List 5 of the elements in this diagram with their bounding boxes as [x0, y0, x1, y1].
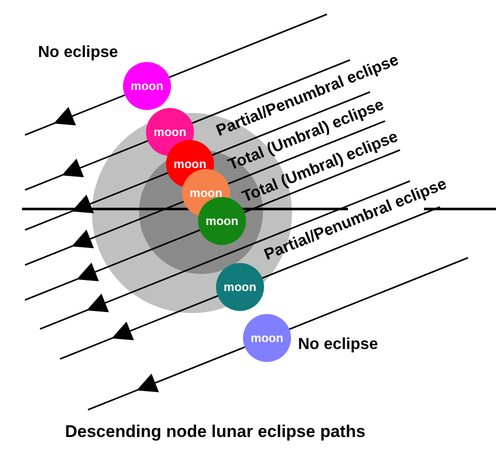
path-label: No eclipse	[298, 336, 378, 354]
caption: Descending node lunar eclipse paths	[65, 422, 366, 442]
moon-circle: moon	[123, 62, 171, 110]
moon-circle: moon	[243, 314, 291, 362]
path-label: No eclipse	[38, 44, 118, 62]
